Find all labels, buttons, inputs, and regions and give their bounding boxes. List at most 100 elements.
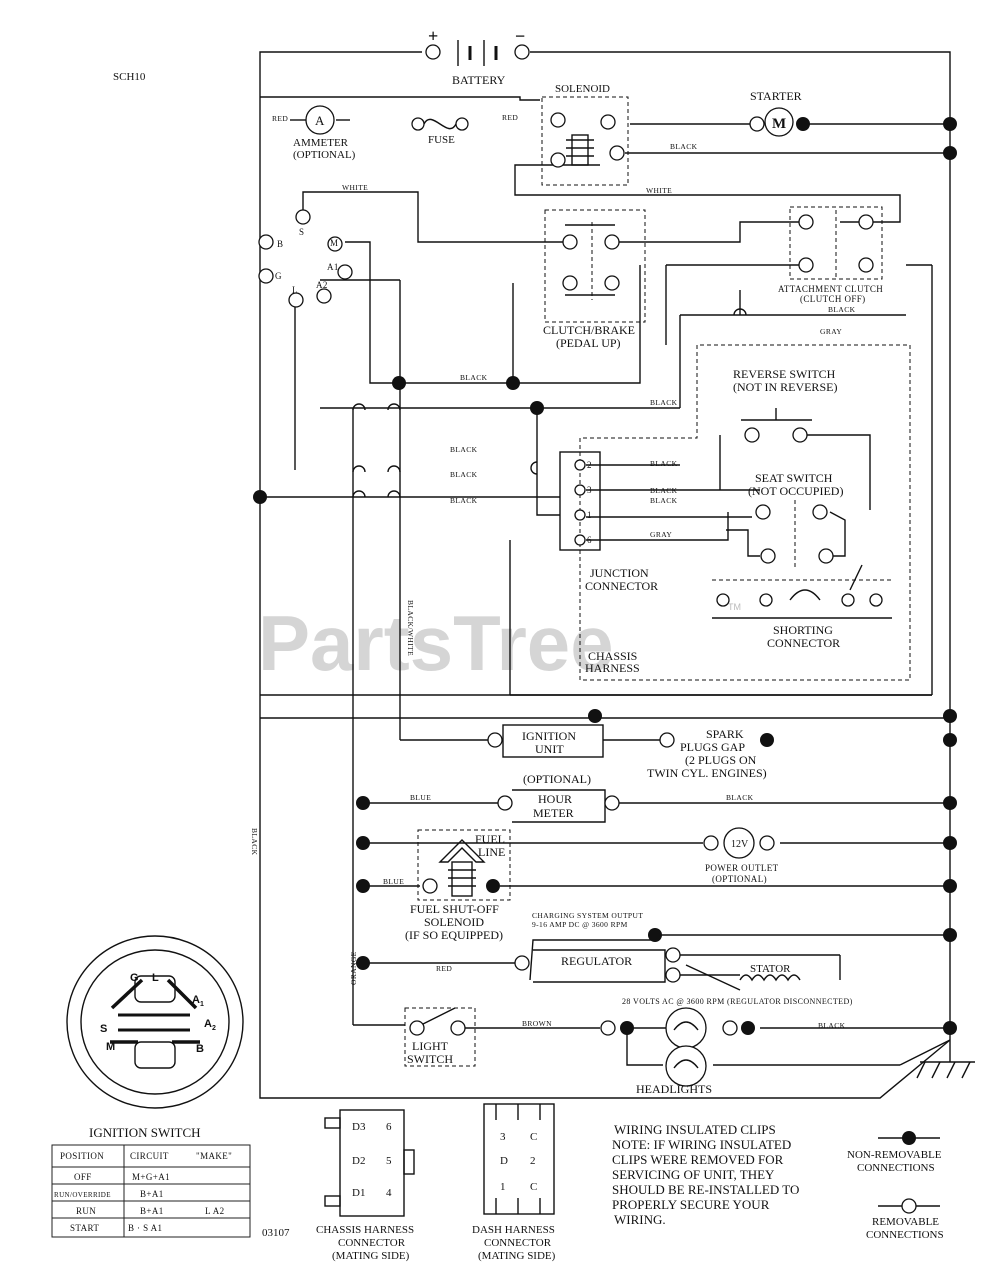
dash-pin-2: 2: [530, 1155, 536, 1167]
wire-black-4: BLACK: [450, 470, 478, 479]
fuel-solenoid-label: FUEL SHUT-OFF: [410, 902, 499, 916]
shorting-connector: SHORTING CONNECTOR: [712, 564, 892, 650]
svg-text:A2: A2: [316, 280, 328, 290]
wire-blue-fuel: BLUE: [383, 877, 404, 886]
ignition-table: POSITION CIRCUIT "MAKE" OFF M+G+A1 RUN/O…: [51, 1144, 251, 1238]
wire-white-clutch: WHITE: [646, 186, 672, 195]
seat-switch-label: SEAT SWITCH: [755, 471, 833, 485]
power-outlet-label: POWER OUTLET: [705, 863, 779, 873]
svg-text:M: M: [330, 238, 338, 248]
ignition-switch-title: IGNITION SWITCH: [89, 1125, 201, 1140]
headlights-label: HEADLIGHTS: [636, 1082, 712, 1096]
note-line-3: CLIPS WERE REMOVED FOR: [612, 1152, 784, 1167]
wire-black-5: BLACK: [450, 496, 478, 505]
legend-removable-dot: [901, 1198, 917, 1214]
table-row-run-circuit: B+A1: [140, 1206, 164, 1216]
ignition-unit-label-2: UNIT: [535, 742, 564, 756]
light-switch: LIGHT SWITCH: [404, 1007, 476, 1067]
ign-pin-a2: A: [204, 1018, 212, 1030]
table-row-start-circuit: B · S A1: [128, 1223, 162, 1233]
clutch-brake-state: (PEDAL UP): [556, 336, 621, 350]
seat-switch: SEAT SWITCH (NOT OCCUPIED): [720, 471, 846, 570]
legend-removable-label-2: CONNECTIONS: [866, 1229, 944, 1241]
ammeter-label: AMMETER: [293, 137, 349, 149]
chassis-pin-4: 4: [386, 1187, 392, 1199]
stator-note: 28 VOLTS AC @ 3600 RPM (REGULATOR DISCON…: [622, 997, 853, 1006]
legend-removable-label: REMOVABLE: [872, 1216, 939, 1228]
table-row-run-extra: L A2: [205, 1206, 225, 1216]
ign-pin-l: L: [152, 972, 159, 984]
note-line-5: SHOULD BE RE-INSTALLED TO: [612, 1182, 799, 1197]
wire-black-3: BLACK: [450, 445, 478, 454]
chassis-harness-area: CHASSIS HARNESS: [579, 344, 911, 681]
chassis-connector-label-2: CONNECTOR: [338, 1237, 406, 1249]
wire-black-lights: BLACK: [818, 1021, 846, 1030]
dash-pin-3: 3: [500, 1131, 506, 1143]
stator-label: STATOR: [750, 963, 791, 975]
ignition-switch-face: G L A 1 A 2 S M B IGNITION SWITCH: [66, 935, 244, 1140]
table-row-override-position: RUN/OVERRIDE: [54, 1191, 111, 1199]
ign-pin-m: M: [106, 1041, 115, 1053]
junction-pin-1: 1: [587, 510, 592, 520]
table-row-start-position: START: [70, 1223, 99, 1233]
ignition-unit-label: IGNITION: [522, 729, 576, 743]
wire-black-2: BLACK: [650, 398, 678, 407]
spark-label-3: (2 PLUGS ON: [685, 753, 757, 767]
attachment-clutch-state: (CLUTCH OFF): [800, 294, 866, 304]
chassis-pin-d2: D2: [352, 1155, 365, 1167]
dash-connector-label-3: (MATING SIDE): [478, 1250, 556, 1262]
attachment-clutch-label: ATTACHMENT CLUTCH: [778, 284, 883, 294]
starter: M STARTER: [749, 89, 810, 137]
wire-color-labels: RED RED BLACK WHITE WHITE BLACK GRAY BLA…: [250, 113, 855, 1030]
ign-pin-s: S: [100, 1023, 107, 1035]
table-header-circuit: CIRCUIT: [130, 1151, 169, 1161]
wire-black-hour: BLACK: [726, 793, 754, 802]
junction-pin-2: 2: [587, 460, 592, 470]
dash-connector-label: DASH HARNESS: [472, 1224, 555, 1236]
ammeter: A AMMETER (OPTIONAL): [293, 105, 356, 161]
clutch-brake-switch: CLUTCH/BRAKE (PEDAL UP): [543, 209, 646, 350]
starter-label: STARTER: [750, 89, 802, 103]
diagram-id: SCH10: [113, 71, 146, 83]
seat-switch-state: (NOT OCCUPIED): [748, 484, 843, 498]
hour-meter-optional: (OPTIONAL): [523, 772, 591, 786]
shorting-connector-label: SHORTING: [773, 623, 833, 637]
ignition-unit: IGNITION UNIT SPARK PLUGS GAP (2 PLUGS O…: [487, 724, 774, 780]
wire-gray-junction: GRAY: [650, 530, 672, 539]
table-row-run-position: RUN: [76, 1206, 96, 1216]
legend-non-removable-dot: [902, 1131, 916, 1145]
power-outlet-symbol: 12V: [731, 839, 749, 850]
chassis-pin-d3: D3: [352, 1121, 366, 1133]
wire-red-ammeter: RED: [272, 114, 288, 123]
watermark-tm: TM: [728, 602, 741, 612]
note-line-1: WIRING INSULATED CLIPS: [614, 1122, 776, 1137]
hour-meter-label-2: METER: [533, 806, 574, 820]
hour-meter: (OPTIONAL) HOUR METER: [497, 772, 620, 823]
ign-pin-a1: A: [192, 994, 200, 1006]
wiring-note: WIRING INSULATED CLIPS NOTE: IF WIRING I…: [612, 1122, 799, 1227]
note-line-2: NOTE: IF WIRING INSULATED: [612, 1137, 791, 1152]
headlights: HEADLIGHTS: [600, 1007, 755, 1096]
starter-motor-symbol: M: [772, 116, 786, 132]
battery-plus: +: [428, 26, 438, 46]
legend: NON-REMOVABLE CONNECTIONS REMOVABLE CONN…: [847, 1131, 944, 1241]
spark-label-4: TWIN CYL. ENGINES): [647, 766, 767, 780]
wire-blue-hour: BLUE: [410, 793, 431, 802]
fuse: FUSE: [411, 117, 469, 146]
junction-connector-label-2: CONNECTOR: [585, 579, 658, 593]
dash-harness-connector: 3 C D 2 1 C DASH HARNESS CONNECTOR (MATI…: [472, 1103, 556, 1262]
wire-gray-attach: GRAY: [820, 327, 842, 336]
light-switch-label: LIGHT: [412, 1039, 449, 1053]
regulator-label: REGULATOR: [561, 954, 632, 968]
battery-minus: −: [515, 26, 525, 46]
chassis-harness-label-2: HARNESS: [585, 661, 640, 675]
junction-connector: 2 3 1 6 JUNCTION CONNECTOR: [559, 451, 658, 593]
ground-symbol: [916, 1040, 975, 1079]
wire-black-white: BLACK/WHITE: [406, 600, 415, 656]
table-header-make: "MAKE": [196, 1151, 232, 1161]
ign-pin-a1-sub: 1: [200, 1001, 204, 1008]
solenoid: SOLENOID: [541, 83, 629, 186]
ign-pin-b: B: [196, 1043, 204, 1055]
battery: + − BATTERY: [425, 26, 530, 87]
junction-connector-label: JUNCTION: [590, 566, 649, 580]
